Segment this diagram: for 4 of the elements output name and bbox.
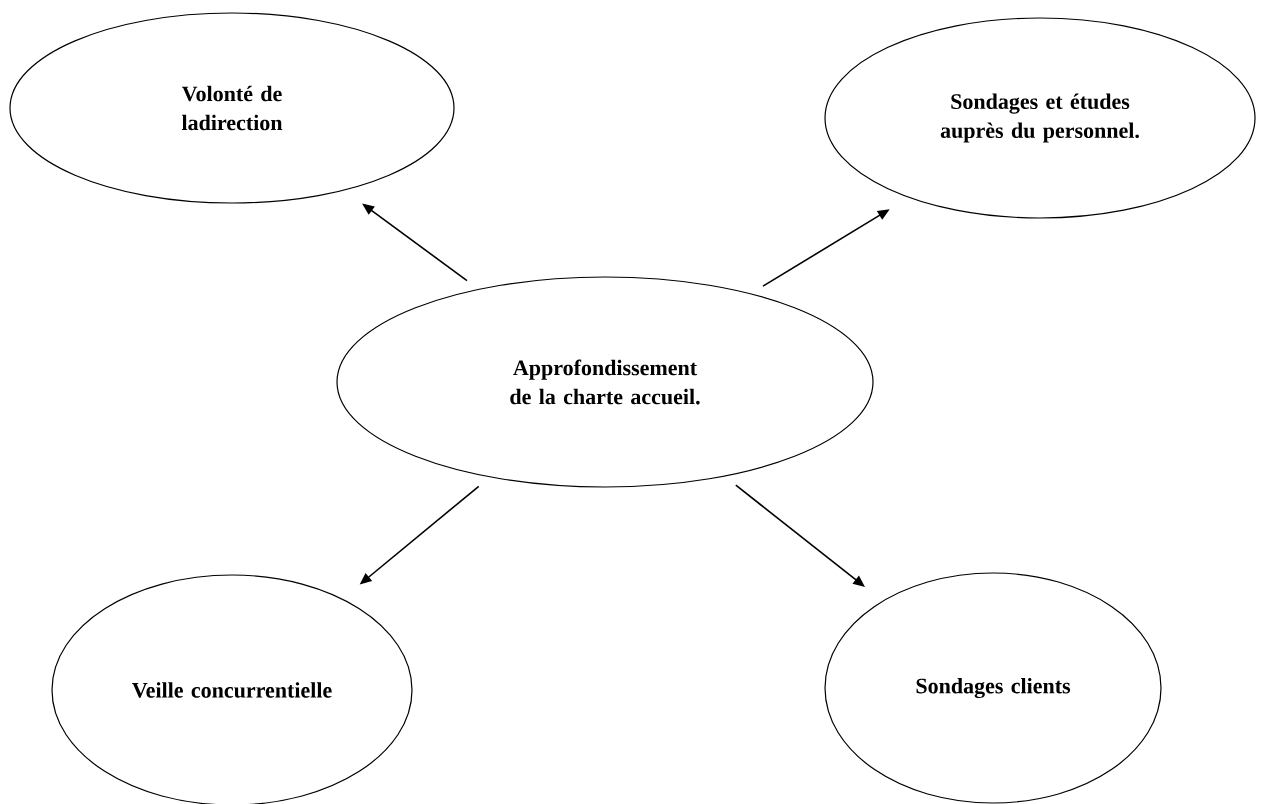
ellipse-node: Volonté de ladirection xyxy=(9,12,455,204)
ellipse-node: Sondages clients xyxy=(824,572,1162,804)
ellipse-node: Sondages et études auprès du personnel. xyxy=(824,17,1256,219)
ellipse-node: Approfondissement de la charte accueil. xyxy=(336,276,874,488)
